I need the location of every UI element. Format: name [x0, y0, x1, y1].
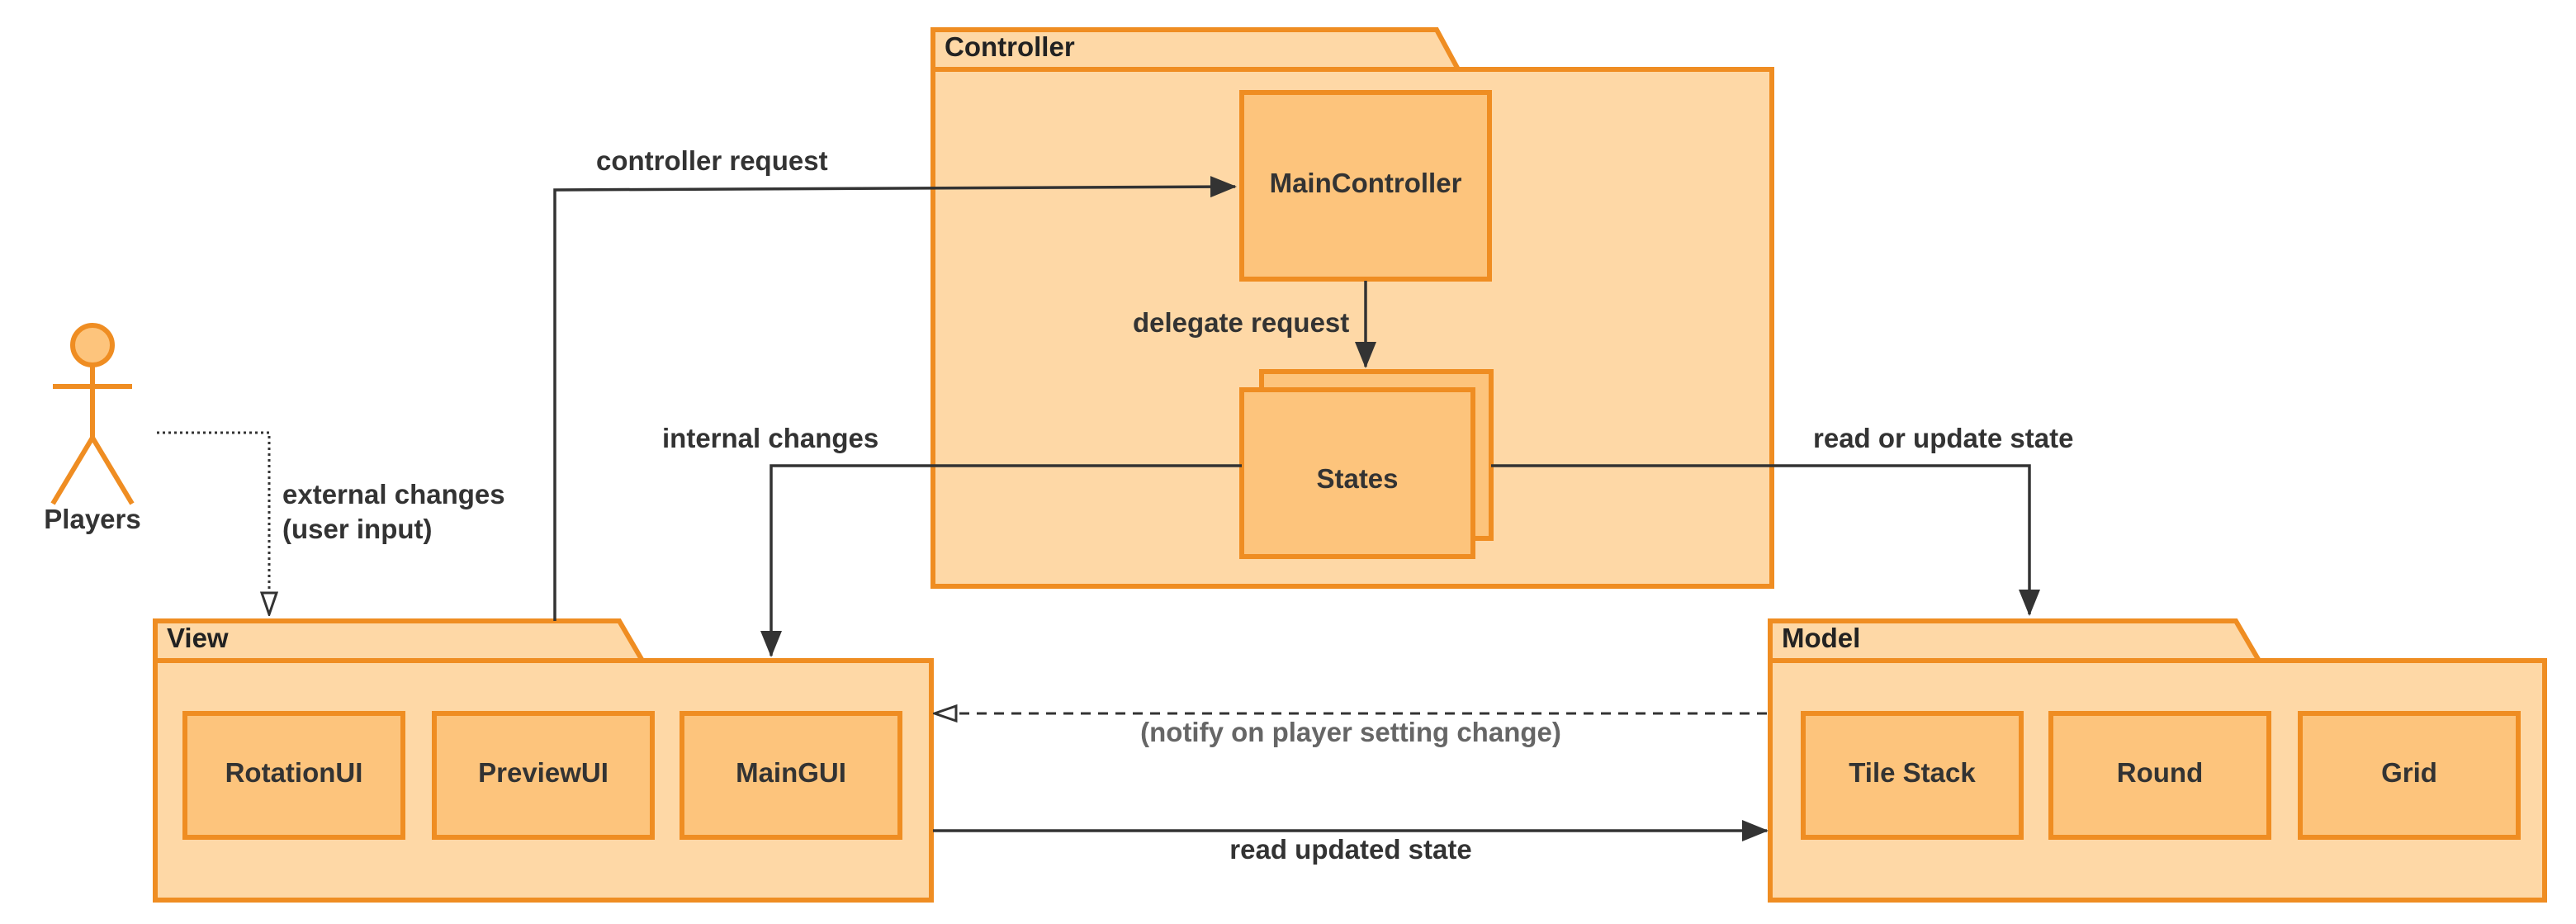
- controller-request-label: controller request: [596, 145, 828, 176]
- read-updated-state-label: read updated state: [1229, 834, 1471, 865]
- round-component[interactable]: Round: [2048, 711, 2271, 840]
- tile-stack-component[interactable]: Tile Stack: [1801, 711, 2024, 840]
- tile-stack-label: Tile Stack: [1849, 757, 1976, 788]
- read-or-update-state-connector: [1491, 464, 2040, 616]
- internal-changes-label: internal changes: [662, 423, 878, 453]
- read-or-update-state-label: read or update state: [1813, 423, 2073, 453]
- internal-changes-connector: [760, 464, 1242, 657]
- grid-component[interactable]: Grid: [2298, 711, 2521, 840]
- main-controller-label: MainController: [1270, 168, 1462, 198]
- main-controller-component[interactable]: MainController: [1239, 90, 1492, 282]
- states-component[interactable]: States: [1239, 369, 1494, 559]
- players-label: Players: [44, 504, 140, 534]
- rotation-ui-label: RotationUI: [225, 757, 363, 788]
- players-actor-icon[interactable]: [50, 323, 135, 505]
- controller-request-connector: [553, 176, 1237, 621]
- preview-ui-label: PreviewUI: [478, 757, 608, 788]
- controller-package-title: Controller: [945, 31, 1075, 62]
- main-gui-component[interactable]: MainGUI: [680, 711, 902, 840]
- notify-label: (notify on player setting change): [1140, 717, 1561, 747]
- main-gui-label: MainGUI: [736, 757, 846, 788]
- round-label: Round: [2117, 757, 2203, 788]
- model-package-title: Model: [1782, 623, 1860, 653]
- rotation-ui-component[interactable]: RotationUI: [182, 711, 405, 840]
- preview-ui-component[interactable]: PreviewUI: [432, 711, 655, 840]
- external-changes-connector: [157, 431, 269, 614]
- states-label: States: [1316, 463, 1398, 494]
- delegate-request-label: delegate request: [1133, 307, 1349, 338]
- grid-label: Grid: [2381, 757, 2437, 788]
- view-package-title: View: [167, 623, 229, 653]
- external-changes-label-1: external changes: [282, 479, 505, 509]
- external-changes-label-2: (user input): [282, 514, 432, 544]
